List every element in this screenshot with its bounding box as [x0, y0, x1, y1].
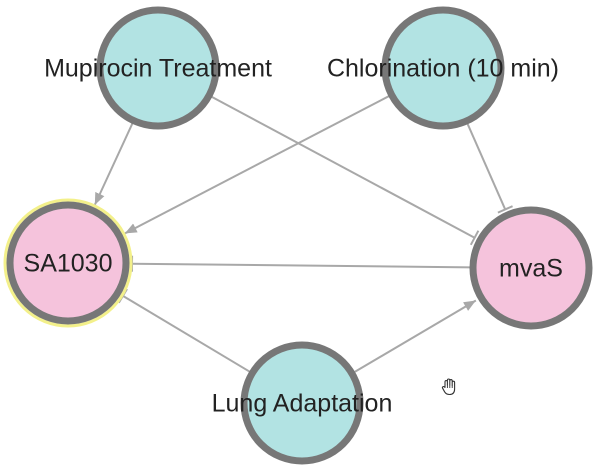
- edge-line: [122, 295, 252, 374]
- node-circle: [469, 206, 593, 330]
- edge-lung-to-sa1030[interactable]: [117, 288, 252, 374]
- node-mupirocin[interactable]: Mupirocin Treatment: [44, 6, 272, 130]
- selection-halo: [3, 198, 133, 328]
- inhibition-bar: [469, 230, 480, 246]
- node-mvas[interactable]: mvaS: [469, 206, 593, 330]
- edge-line: [124, 94, 391, 235]
- node-circle: [240, 341, 364, 465]
- node-label: Lung Adaptation: [212, 390, 393, 418]
- node-circle: [96, 6, 220, 130]
- edge-mupirocin-to-sa1030[interactable]: [93, 122, 134, 206]
- edge-line: [466, 122, 507, 210]
- node-label: SA1030: [24, 250, 113, 278]
- node-label: mvaS: [499, 255, 563, 283]
- hand-grab-icon: [441, 378, 456, 396]
- node-sa1030[interactable]: SA1030: [3, 198, 133, 328]
- edge-chlorination-to-mvas[interactable]: [466, 122, 513, 214]
- edge-line: [353, 299, 477, 374]
- edge-mvas-to-sa1030[interactable]: [130, 255, 472, 272]
- edge-layer: [93, 94, 513, 374]
- node-label: Mupirocin Treatment: [44, 55, 272, 83]
- edge-lung-to-mvas[interactable]: [353, 299, 477, 374]
- edge-mupirocin-to-mvas[interactable]: [210, 95, 480, 246]
- node-circle: [381, 6, 505, 130]
- node-circle: [6, 201, 130, 325]
- node-lung[interactable]: Lung Adaptation: [212, 341, 393, 465]
- node-chlorination[interactable]: Chlorination (10 min): [327, 6, 559, 130]
- edge-chlorination-to-sa1030[interactable]: [124, 94, 391, 235]
- edge-line: [131, 262, 472, 269]
- edge-line: [210, 95, 476, 239]
- inhibition-bar: [497, 205, 513, 214]
- node-layer: Mupirocin Treatment Chlorination (10 min)…: [3, 6, 593, 465]
- node-label: Chlorination (10 min): [327, 55, 559, 83]
- edge-line: [93, 122, 134, 206]
